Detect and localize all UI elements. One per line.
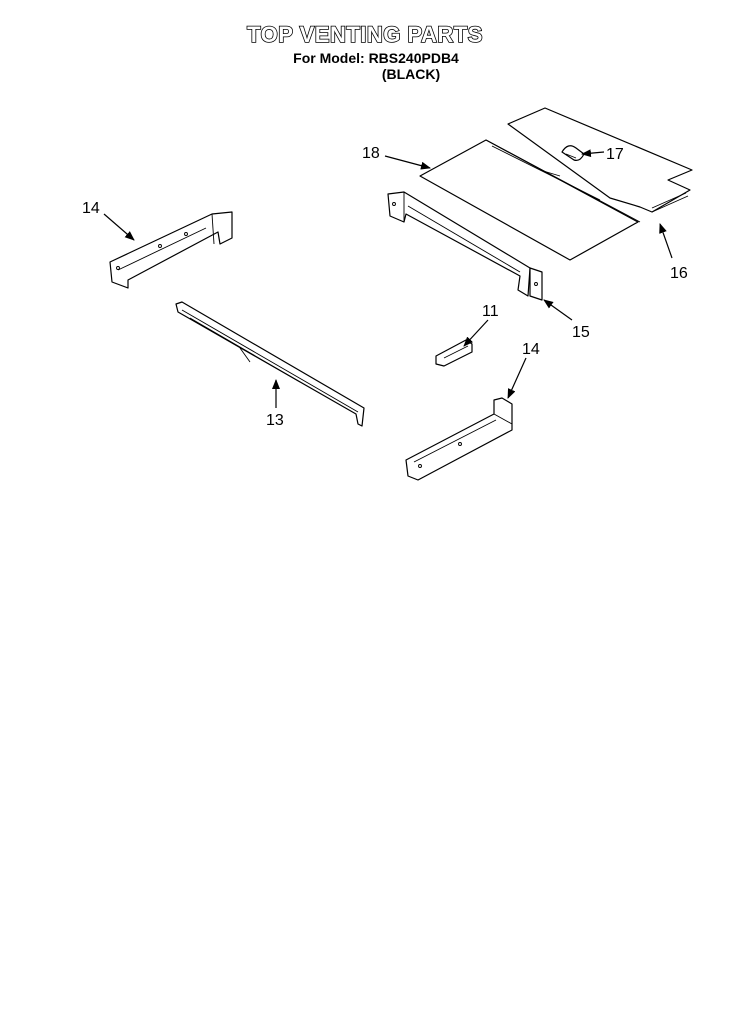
callout-11: 11 [482, 303, 499, 320]
part-13-channel [175, 301, 365, 427]
callout-13: 13 [266, 412, 284, 429]
page-title: TOP VENTING PARTS [246, 21, 483, 48]
leader-16 [659, 223, 673, 259]
callout-16: 16 [670, 265, 688, 282]
callout-14-lower: 14 [522, 341, 540, 358]
leader-18 [384, 155, 431, 170]
leader-14b [507, 357, 527, 399]
part-14-right-bracket [405, 397, 513, 481]
part-16-panel [507, 107, 693, 213]
leader-11 [463, 319, 489, 347]
part-14-left-bracket [109, 211, 233, 289]
callout-15: 15 [572, 324, 590, 341]
callout-17: 17 [606, 146, 624, 163]
leader-15 [543, 299, 573, 321]
callout-14-upper: 14 [82, 200, 100, 217]
leader-14a [103, 213, 135, 241]
leader-17 [581, 149, 605, 158]
model-subtitle: For Model: RBS240PDB4 (BLACK) [0, 50, 752, 82]
color-line: (BLACK) [381, 66, 441, 82]
part-18-vent-sheet [419, 139, 641, 261]
callout-18: 18 [362, 145, 380, 162]
model-line: For Model: RBS240PDB4 [293, 50, 459, 66]
callout-labels: 18 17 14 16 15 11 14 13 [82, 145, 688, 429]
leader-lines [103, 149, 673, 408]
part-15-bracket [387, 191, 543, 301]
